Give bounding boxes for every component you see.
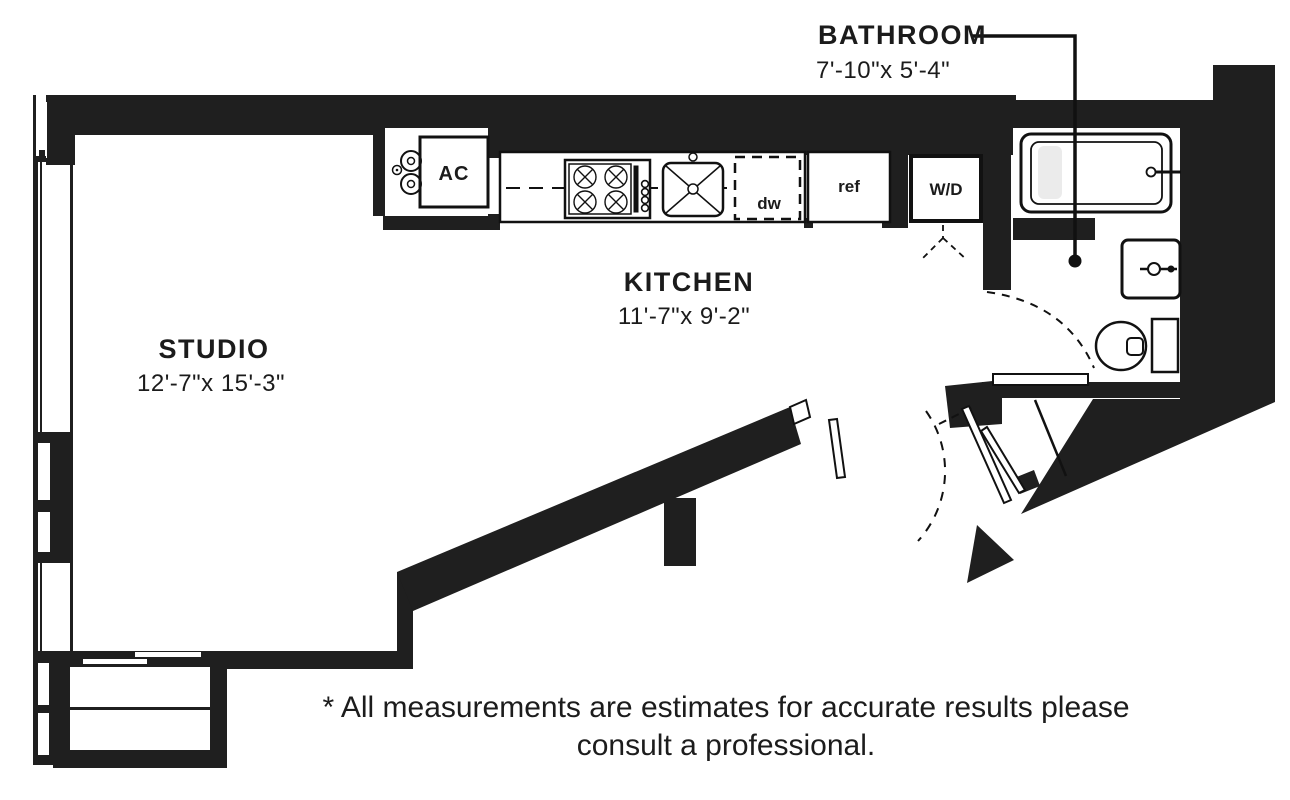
washer-dryer-label: W/D [929,180,962,199]
window-pane [38,512,50,552]
pipe-valve [391,164,403,176]
window-block-top [46,95,75,165]
toilet [1094,317,1180,374]
bathroom-sink [1120,238,1182,300]
window-glazing-line [40,160,42,653]
studio-dims: 12'-7"x 15'-3" [137,370,285,397]
window-pane [38,663,49,705]
entry-marker-triangle [967,525,1014,583]
leader-dot [1068,254,1082,268]
stove-knobs [640,179,650,213]
wall-ref-wd [890,150,908,228]
bathroom-leader-line [972,34,1082,268]
window-outer-line [33,95,36,765]
wall-niche-sill [383,214,500,230]
wall-wd-bath-column [983,150,1011,290]
stove-control-bar [633,165,639,213]
studio-label: STUDIO [158,334,269,364]
disclaimer-line2: consult a professional. [577,729,876,762]
entry [788,398,1027,542]
entry-door-leaf [827,417,847,480]
kitchen-dims: 11'-7"x 9'-2" [618,303,750,330]
bathroom-fixtures [986,128,1182,477]
disclaimer-line1: * All measurements are estimates for acc… [322,691,1129,724]
wall-bathroom-top [1010,100,1213,128]
closet-door-leaf [960,404,1013,505]
washer-dryer [909,154,983,223]
closet-cell-bottom [70,710,210,750]
closet-door-leaf [979,425,1027,495]
bathroom-door-arc [986,291,1095,369]
stove [563,158,652,220]
kitchen-label: KITCHEN [624,267,755,297]
sink-faucet [688,152,698,162]
sink-drain [687,183,699,195]
ac-label: AC [439,163,470,185]
bathroom-label: BATHROOM [818,20,987,50]
window-mullion [39,150,45,158]
wall-top-right-block [1213,65,1275,105]
window-mullion [36,156,46,162]
window-pane [38,713,49,755]
threshold-shelf [992,373,1089,386]
door-jamb-cap [788,398,812,426]
wall-entry-right [945,380,1002,428]
wd-bifold-doors [919,225,968,262]
pipe-riser [400,150,422,172]
storage-closet [53,651,227,768]
refrigerator [806,150,892,224]
kitchen-fixtures [385,128,983,262]
pipe-riser [400,173,422,195]
bathroom-dims: 7'-10"x 5'-4" [816,57,950,84]
kitchen-sink [661,152,725,218]
window-inner-line [70,158,73,652]
wall-niche-right [488,128,500,158]
entry-door-swing-arc [917,410,947,542]
stove-burners [573,165,628,214]
wall-top [70,95,1016,155]
wall-right-column [1021,102,1275,514]
dishwasher-label: dw [757,194,781,213]
closet-track [135,652,201,657]
wall-diagonal [397,407,801,611]
ac-unit [385,128,490,216]
closet-divider [1033,399,1068,477]
wall-below-tub [1013,218,1095,240]
bathtub [1019,132,1181,214]
window-glazing-line [36,160,38,653]
window-pane [38,443,50,500]
dishwasher [733,155,802,221]
window-pane [36,102,47,158]
refrigerator-label: ref [838,177,860,196]
labels: BATHROOM 7'-10"x 5'-4" KITCHEN 11'-7"x 9… [137,20,1129,762]
closet-cell-top [70,667,210,707]
walls [53,65,1275,669]
wall-diagonal-step [664,498,696,566]
toilet-tank [1150,317,1180,374]
closet-track [83,659,147,664]
window-wall [33,95,75,765]
ac-box [418,135,490,209]
wall-niche-left [373,128,385,216]
toilet-bowl [1094,320,1148,372]
